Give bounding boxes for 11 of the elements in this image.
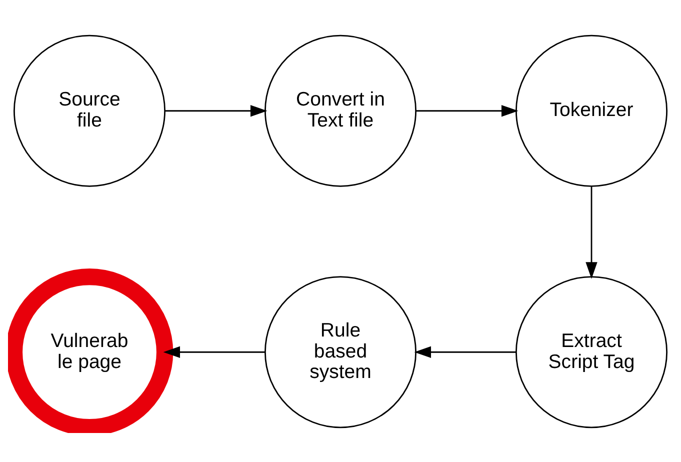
arrow	[163, 346, 266, 358]
node-circle: Extract Script Tag	[516, 276, 668, 428]
node-circle: Rule based system	[264, 276, 416, 428]
node-circle: Tokenizer	[516, 34, 668, 186]
arrow	[586, 186, 598, 278]
arrow	[416, 104, 518, 116]
node-circle: Source file	[14, 34, 166, 186]
arrow	[165, 104, 268, 116]
node-circle: Convert in Text file	[264, 34, 416, 186]
node-circle: Vulnerab le page	[8, 268, 174, 432]
arrow	[414, 346, 516, 358]
